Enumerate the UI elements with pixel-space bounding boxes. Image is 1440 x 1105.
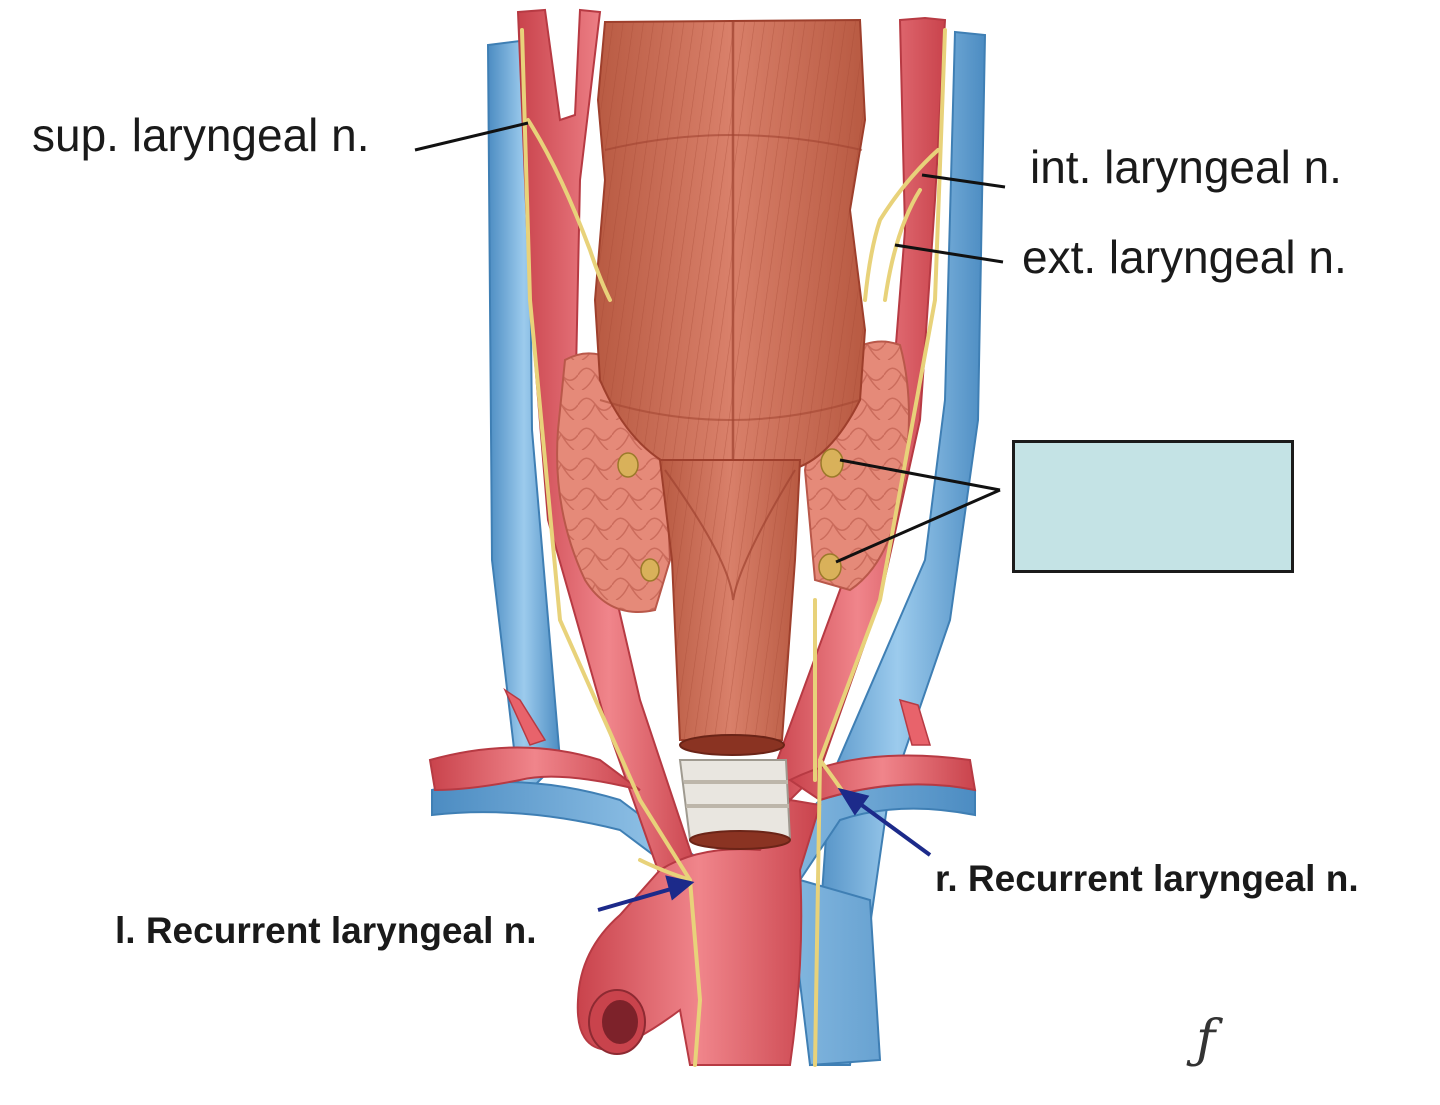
answer-box[interactable] xyxy=(1012,440,1294,573)
esophagus xyxy=(658,459,802,756)
arrow-l-recurrent-head xyxy=(665,875,695,901)
label-sup-laryngeal: sup. laryngeal n. xyxy=(32,109,370,161)
parathyroid-glands xyxy=(617,448,844,582)
subclavian-arteries xyxy=(428,687,977,802)
thyroid-gland xyxy=(556,340,910,613)
leader-ext-laryngeal xyxy=(894,243,1004,264)
label-r-recurrent: r. Recurrent laryngeal n. xyxy=(935,858,1359,899)
nerves xyxy=(520,28,947,1067)
arrow-r-recurrent xyxy=(850,796,932,857)
leader-answer-box-upper xyxy=(839,458,1001,492)
trachea xyxy=(678,759,792,850)
pharyngeal-constrictor-muscles xyxy=(593,18,867,471)
aortic-arch xyxy=(576,798,822,1066)
recurrent-arrows xyxy=(597,787,932,912)
arrow-l-recurrent xyxy=(597,885,679,912)
leader-int-laryngeal xyxy=(921,173,1006,189)
artist-signature-icon: ƒ xyxy=(1196,1010,1216,1070)
label-ext-laryngeal: ext. laryngeal n. xyxy=(1022,231,1347,283)
label-int-laryngeal: int. laryngeal n. xyxy=(1030,141,1342,193)
label-l-recurrent: l. Recurrent laryngeal n. xyxy=(115,910,537,951)
leader-sup-laryngeal xyxy=(414,121,529,152)
brachiocephalic-veins xyxy=(431,781,976,1067)
leader-lines xyxy=(414,121,1006,564)
leader-answer-box-lower xyxy=(835,488,1001,564)
arrow-r-recurrent-head xyxy=(837,787,870,816)
